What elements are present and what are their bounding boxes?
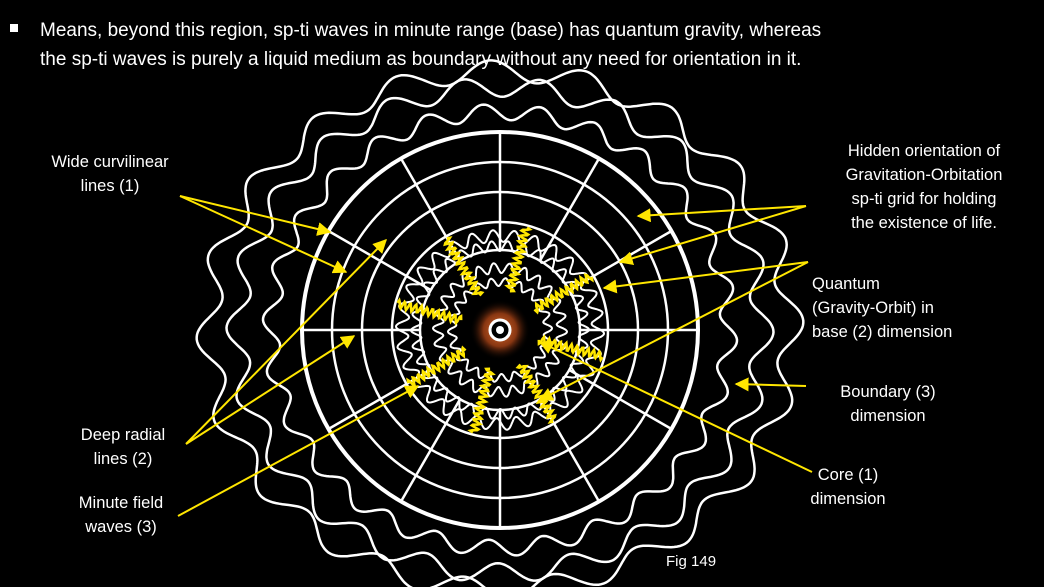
pointer-deep-2 [185, 335, 356, 445]
bullet-text: Means, beyond this region, sp-ti waves i… [40, 20, 822, 70]
pointer-hidden-1 [636, 205, 807, 223]
pointer-core [538, 341, 813, 473]
boundary-wave [261, 103, 739, 557]
boundary-wave [195, 59, 805, 587]
pointer-boundary [734, 377, 807, 392]
quantum-wave [533, 273, 594, 315]
boundary-waves [195, 59, 805, 587]
label-minute-field-waves: Minute field waves (3) [78, 494, 164, 536]
radial-line [327, 229, 432, 292]
pointer-hidden-2 [618, 205, 807, 266]
bullet-point: Means, beyond this region, sp-ti waves i… [10, 16, 1040, 74]
label-deep-radial-lines: Deep radial lines (2) [80, 426, 166, 468]
label-wide-curvilinear-lines: Wide curvilinear lines (1) [51, 153, 169, 195]
quantum-wave [396, 297, 463, 326]
pointer-wide-2 [179, 195, 348, 274]
pointer-minute [177, 385, 420, 517]
quantum-wave [443, 236, 485, 297]
pointer-deep-1 [185, 239, 387, 445]
radial-line [399, 398, 462, 503]
core-dot [496, 326, 504, 334]
label-boundary: Boundary (3) dimension [840, 383, 936, 425]
quantum-wave [406, 345, 467, 387]
pointer-quantum-1 [602, 261, 809, 294]
radial-line [538, 157, 601, 262]
core [470, 300, 530, 360]
boundary-wave [225, 78, 775, 582]
pointer-wide-1 [179, 195, 332, 236]
label-core: Core (1) dimension [810, 466, 886, 508]
pointer-quantum-2 [538, 261, 809, 401]
square-bullet-icon [10, 24, 18, 32]
figure-caption: Fig 149 [666, 553, 717, 570]
pointer-lines [177, 195, 813, 517]
radial-line [568, 368, 673, 431]
radial-lines [302, 132, 698, 528]
label-hidden-orientation: Hidden orientation of Gravitation-Orbita… [845, 142, 1003, 232]
quantum-wave [504, 226, 533, 293]
quantum-wave [537, 334, 604, 363]
label-quantum: Quantum (Gravity-Orbit) in base (2) dime… [812, 275, 953, 341]
quantum-wave [467, 367, 496, 434]
